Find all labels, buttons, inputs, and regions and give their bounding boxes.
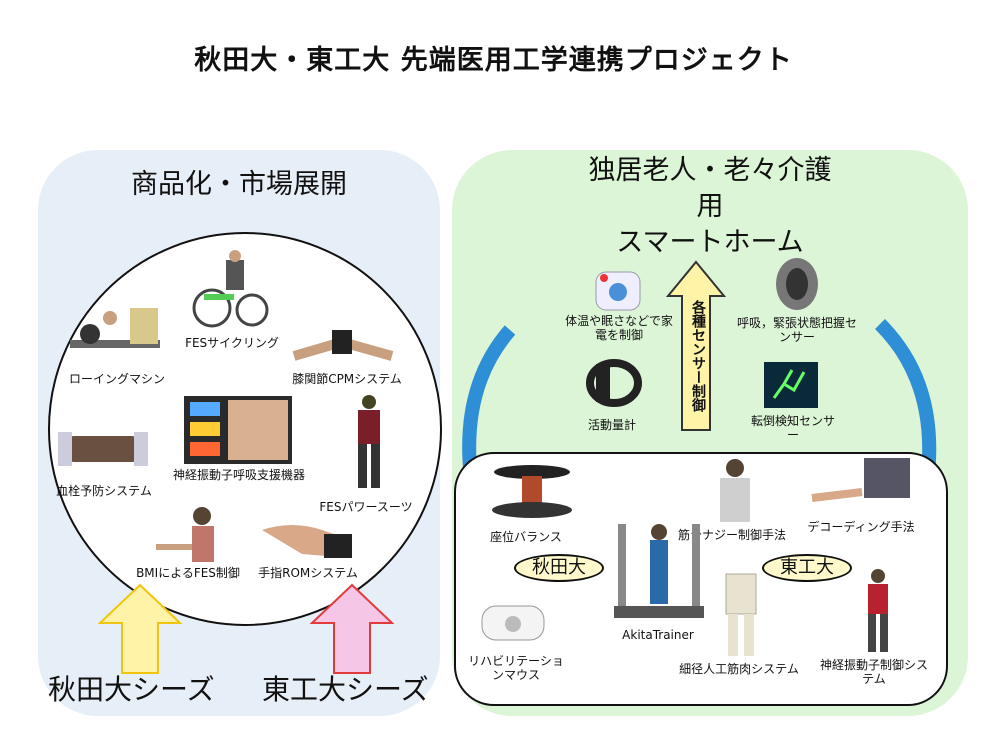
appliance-sensor-image: [594, 266, 642, 314]
bmi-fes-image: [156, 506, 222, 566]
artificial-muscle-image: [716, 572, 766, 658]
akita-seeds-label: 秋田大シーズ: [48, 673, 215, 706]
commercialization-heading: 商品化・市場展開: [131, 169, 347, 200]
smart-home-heading-line3: スマートホーム: [616, 227, 804, 258]
breath-tension-label: 呼吸，緊張状態把握センサー: [736, 316, 857, 344]
thrombosis-label: 血栓予防システム: [56, 484, 152, 498]
fes-power-suit-image: [344, 394, 394, 490]
synergy-image: [710, 458, 760, 524]
activity-meter-image: [586, 358, 642, 408]
fall-detect-image: [764, 362, 818, 408]
nerve-walk-label: 神経振動子制御システム: [819, 658, 928, 686]
balance-label: 座位バランス: [490, 530, 562, 544]
akita-university-label: 秋田大: [514, 554, 604, 582]
fes-cycling-label: FESサイクリング: [185, 336, 279, 350]
fes-cycling-image: [192, 250, 274, 330]
rehab-mouse-label: リハビリテーションマウス: [468, 654, 564, 682]
akita-trainer-image: [614, 520, 704, 620]
sensor-control-label: 各種センサー制御: [690, 300, 706, 412]
rowing-machine-image: [70, 300, 170, 360]
knee-cpm-image: [292, 322, 402, 366]
akita-seed-arrow: [97, 583, 183, 674]
tokyo-seed-arrow: [309, 583, 395, 674]
artificial-muscle-label: 細径人工筋肉システム: [679, 662, 799, 676]
knee-cpm-label: 膝関節CPMシステム: [292, 372, 402, 386]
akita-trainer-label: AkitaTrainer: [622, 628, 694, 642]
thrombosis-device-image: [58, 426, 148, 472]
nerve-breath-device-image: [184, 396, 292, 464]
smart-home-heading-line2: 用: [696, 191, 724, 222]
rowing-label: ローイングマシン: [68, 372, 165, 386]
activity-meter-label: 活動量計: [587, 418, 636, 432]
tokyo-seeds-label: 東工大シーズ: [262, 673, 429, 706]
breath-tension-sensor-image: [774, 256, 820, 312]
balance-device-image: [490, 464, 574, 520]
fall-detect-label: 転倒検知センサー: [750, 414, 835, 442]
nerve-walk-image: [858, 568, 898, 654]
decoding-image: [811, 458, 912, 514]
sensor-control-arrow: [665, 260, 727, 431]
appliance-label: 体温や眠さなどで家電を制御: [565, 314, 673, 342]
smart-home-heading-line1: 独居老人・老々介護: [588, 155, 832, 186]
nerve-breath-label: 神経振動子呼吸支援機器: [172, 468, 305, 482]
tokyo-tech-label: 東工大: [762, 554, 852, 582]
finger-rom-label: 手指ROMシステム: [258, 566, 358, 580]
fes-power-suit-label: FESパワースーツ: [319, 500, 413, 514]
page-title: 秋田大・東工大 先端医用工学連携プロジェクト: [194, 45, 793, 76]
synergy-label: 筋シナジー制御手法: [677, 528, 786, 542]
decoding-label: デコーディング手法: [807, 520, 915, 534]
bmi-fes-label: BMIによるFES制御: [136, 566, 240, 580]
rehab-mouse-image: [478, 600, 548, 646]
finger-rom-image: [262, 510, 354, 562]
